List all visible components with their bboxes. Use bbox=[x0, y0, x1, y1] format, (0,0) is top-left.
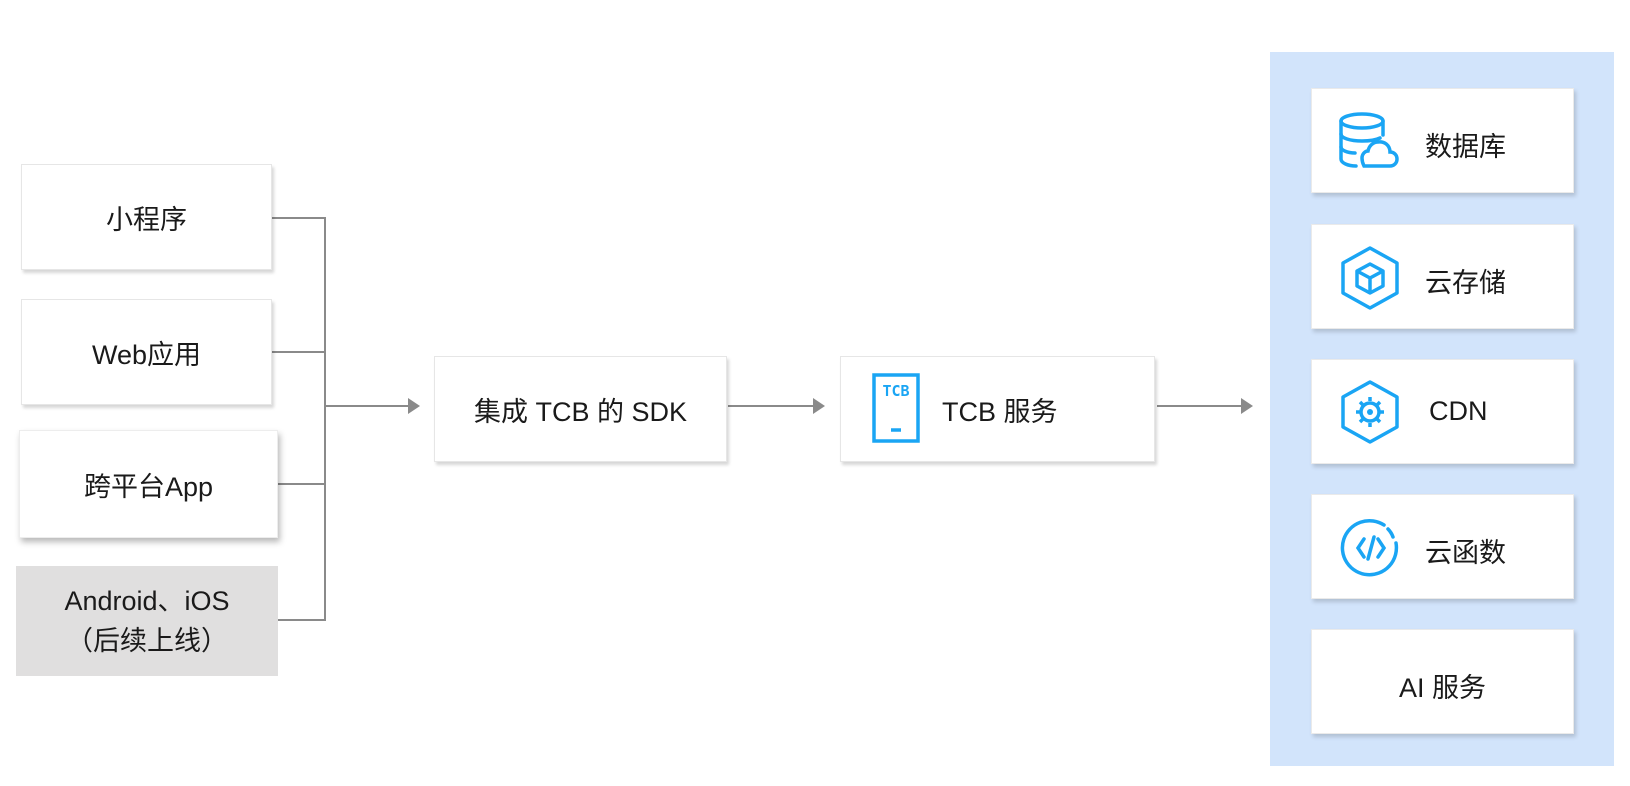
client-miniprogram-label: 小程序 bbox=[106, 204, 187, 235]
tcb-icon-text: TCB bbox=[882, 382, 910, 400]
tcb-service-box: TCB TCB 服务 bbox=[840, 356, 1155, 462]
service-cloud-function-label: 云函数 bbox=[1425, 538, 1506, 568]
service-database-label: 数据库 bbox=[1425, 132, 1506, 162]
client-android-ios: Android、iOS （后续上线） bbox=[16, 566, 278, 676]
tcb-device-icon: TCB bbox=[871, 372, 921, 444]
arrowhead-to-tcb bbox=[813, 398, 825, 414]
service-ai: AI 服务 bbox=[1311, 629, 1574, 734]
client-cross-platform-app-label: 跨平台App bbox=[83, 471, 214, 502]
arrowhead-to-sdk bbox=[408, 398, 420, 414]
service-ai-label: AI 服务 bbox=[1398, 673, 1486, 703]
function-code-icon bbox=[1340, 517, 1402, 584]
service-cdn-label: CDN bbox=[1429, 396, 1488, 426]
client-android-ios-line2: （后续上线） bbox=[65, 626, 228, 656]
arrowhead-to-services bbox=[1241, 398, 1253, 414]
service-cloud-storage-label: 云存储 bbox=[1425, 268, 1506, 298]
client-cross-platform-app: 跨平台App bbox=[19, 430, 278, 538]
client-web-app-label: Web应用 bbox=[91, 339, 202, 370]
sdk-box: 集成 TCB 的 SDK bbox=[434, 356, 727, 462]
service-database: 数据库 bbox=[1311, 88, 1574, 193]
database-cloud-icon bbox=[1338, 111, 1400, 178]
service-cdn: CDN bbox=[1311, 359, 1574, 464]
service-cloud-function: 云函数 bbox=[1311, 494, 1574, 599]
service-cloud-storage: 云存储 bbox=[1311, 224, 1574, 329]
sdk-label: 集成 TCB 的 SDK bbox=[473, 396, 688, 427]
client-web-app: Web应用 bbox=[21, 299, 272, 405]
cdn-gear-icon bbox=[1338, 379, 1402, 450]
storage-cube-icon bbox=[1338, 245, 1402, 316]
tcb-service-label: TCB 服务 bbox=[942, 396, 1058, 427]
client-miniprogram: 小程序 bbox=[21, 164, 272, 270]
client-android-ios-line1: Android、iOS bbox=[64, 586, 230, 616]
